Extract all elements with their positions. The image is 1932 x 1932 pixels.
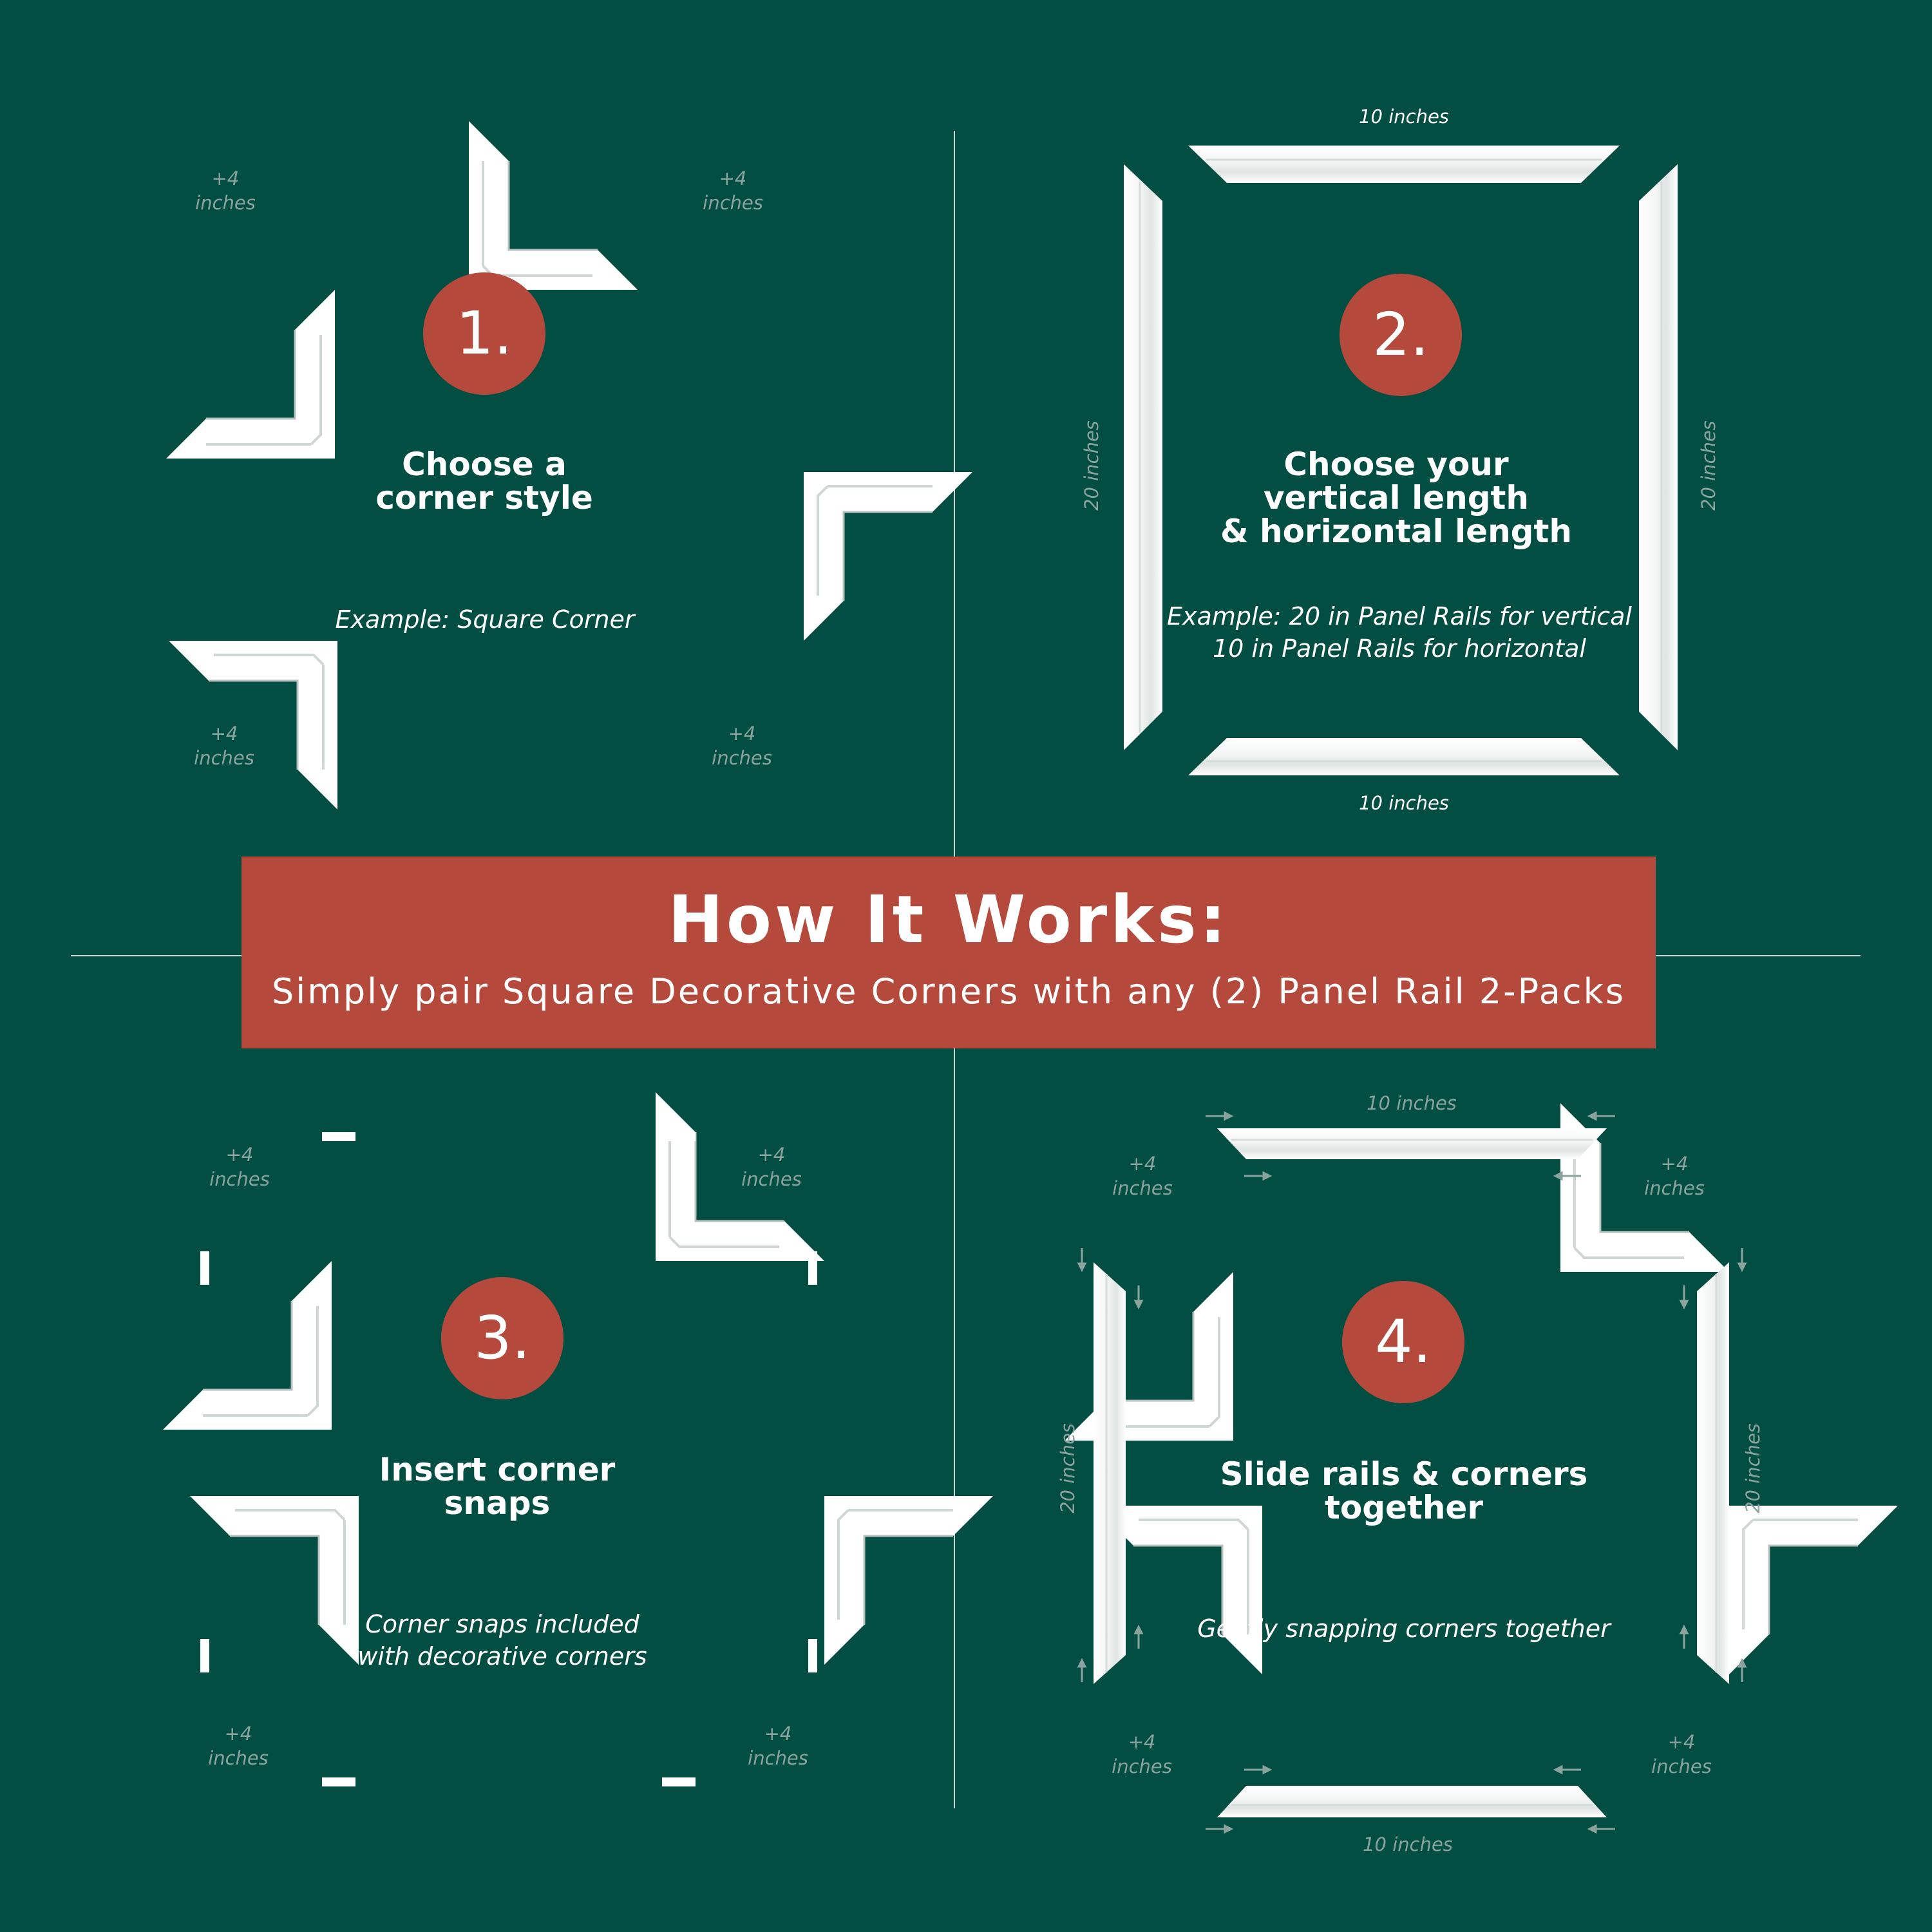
step2-rail-left [1124,164,1162,750]
corner-label-value: +4 [224,1723,252,1745]
step1-title-line: corner style [375,479,593,516]
corner-label-unit: inches [1112,1177,1173,1199]
step2-right-length-label: 20 inches [1698,421,1719,511]
step4-corner-top-left [1063,1271,1235,1442]
step4-title-line: together [1324,1489,1484,1526]
step4-rail-left [1094,1262,1126,1684]
step4-rail-bottom [1217,1786,1607,1817]
step3-example-line: Corner snaps included [365,1610,639,1638]
corner-label-unit: inches [195,192,256,214]
horizontal-divider-left [71,955,242,956]
step4-title: Slide rails & corners together [1146,1457,1662,1524]
step3-title-line: Insert corner [379,1451,616,1488]
step1-corner-label-bottom-left: +4 inches [166,721,282,770]
step1-title: Choose a corner style [227,448,742,515]
step3-corner-bottom-right [662,1495,994,1786]
step3-corner-bottom-left [189,1495,360,1786]
corner-label-value: +4 [1660,1153,1689,1175]
corner-label-value: +4 [210,723,238,744]
step3-number-badge: 3. [441,1277,564,1399]
corner-label-unit: inches [1112,1756,1172,1777]
corner-label-unit: inches [209,1168,270,1190]
corner-label-value: +4 [1128,1731,1156,1753]
step1-corner-bottom-right [802,471,974,642]
step1-corner-label-top-left: +4 inches [167,166,283,215]
corner-label-value: +4 [225,1144,254,1166]
step4-corner-label-bottom-left: +4 inches [1084,1730,1200,1779]
corner-label-unit: inches [194,747,254,769]
step4-corner-label-bottom-right: +4 inches [1624,1730,1739,1779]
step4-corner-label-top-right: +4 inches [1616,1151,1732,1200]
step4-number-badge: 4. [1342,1281,1464,1403]
step3-corner-top-left [162,1132,355,1431]
step4-rail-top [1217,1128,1607,1159]
step2-rail-right [1639,164,1678,750]
step4-left-length-label: 20 inches [1057,1423,1079,1513]
corner-label-unit: inches [208,1747,269,1769]
step2-title-line: & horizontal length [1220,513,1572,550]
step1-corner-top-right [468,120,639,291]
banner-title: How It Works: [668,882,1229,958]
step1-title-line: Choose a [402,446,567,483]
step4-top-length-label: 10 inches [1367,1092,1457,1114]
step4-motion-arrows [1077,1111,1747,1834]
step4-corner-label-top-left: +4 inches [1084,1151,1200,1200]
step2-top-length-label: 10 inches [1359,106,1449,128]
step1-number-badge: 1. [423,272,545,395]
horizontal-divider-right [1656,955,1861,956]
corner-label-unit: inches [741,1168,802,1190]
step3-title: Insert corner snaps [240,1453,755,1520]
corner-label-value: +4 [1667,1731,1696,1753]
step2-title-line: vertical length [1263,479,1530,516]
step3-example: Corner snaps included with decorative co… [213,1608,792,1672]
step2-rail-bottom [1188,738,1620,775]
corner-label-value: +4 [1128,1153,1157,1175]
corner-label-value: +4 [719,167,747,189]
step4-title-line: Slide rails & corners [1220,1455,1588,1493]
step2-title-line: Choose your [1283,446,1509,483]
corner-label-unit: inches [1644,1177,1705,1199]
vertical-divider-bottom [954,1048,955,1808]
step2-number-badge: 2. [1340,274,1462,396]
step2-title: Choose your vertical length & horizontal… [1139,448,1654,548]
step2-left-length-label: 20 inches [1081,421,1103,511]
step2-bottom-length-label: 10 inches [1359,792,1449,814]
corner-label-unit: inches [748,1747,808,1769]
step1-corner-label-bottom-right: +4 inches [684,721,800,770]
step3-title-line: snaps [444,1484,551,1522]
step1-corner-top-left [165,289,336,460]
corner-label-value: +4 [728,723,756,744]
vertical-divider-top [954,131,955,857]
step2-example-line: 10 in Panel Rails for horizontal [1212,634,1586,663]
step3-corner-label-bottom-left: +4 inches [180,1721,296,1770]
corner-label-value: +4 [757,1144,786,1166]
step4-example: Gently snapping corners together [1114,1613,1694,1645]
step3-corner-label-top-right: +4 inches [714,1142,829,1191]
how-it-works-banner: How It Works: Simply pair Square Decorat… [242,857,1656,1048]
step1-example: Example: Square Corner [195,603,775,636]
corner-label-unit: inches [712,747,772,769]
step4-right-length-label: 20 inches [1742,1423,1764,1513]
step3-corner-top-right [654,1091,826,1285]
step3-corner-label-bottom-right: +4 inches [720,1721,836,1770]
banner-subtitle: Simply pair Square Decorative Corners wi… [271,971,1625,1012]
step4-example-line: Gently snapping corners together [1197,1615,1611,1643]
step1-corner-label-top-right: +4 inches [675,166,791,215]
step2-rail-top [1188,146,1620,183]
corner-label-unit: inches [1651,1756,1712,1777]
step4-rail-right [1697,1262,1729,1684]
step2-example-line: Example: 20 in Panel Rails for vertical [1167,602,1632,630]
corner-label-value: +4 [211,167,240,189]
step4-bottom-length-label: 10 inches [1363,1833,1453,1855]
corner-label-value: +4 [764,1723,792,1745]
step1-example-line: Example: Square Corner [335,605,635,634]
step2-example: Example: 20 in Panel Rails for vertical … [1110,600,1689,665]
corner-label-unit: inches [703,192,763,214]
step3-example-line: with decorative corners [357,1642,647,1671]
step3-corner-label-top-left: +4 inches [182,1142,298,1191]
